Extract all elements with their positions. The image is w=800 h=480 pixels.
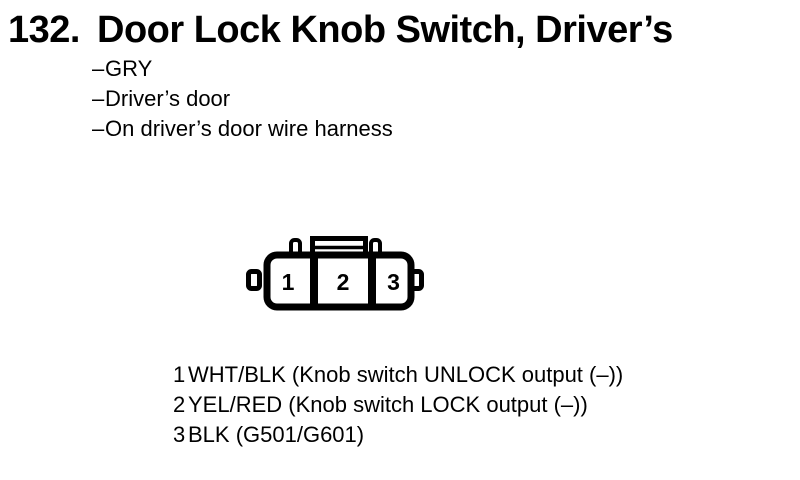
note-dash: – [92,116,105,141]
connector-wing-left-icon [246,269,262,291]
note-text-harness: On driver’s door wire harness [105,116,393,141]
pin-description: BLK (G501/G601) [188,422,365,447]
connector-diagram: 1 2 3 [246,236,424,311]
note-line: –Driver’s door [92,84,393,114]
pin-number: 3 [173,422,186,447]
connector-divider-1 [310,258,318,304]
note-text-color-code: GRY [105,56,153,81]
note-dash: – [92,56,105,81]
note-line: –On driver’s door wire harness [92,114,393,144]
page-title: Door Lock Knob Switch, Driver’s [97,9,673,51]
pin-number: 1 [173,362,186,387]
cavity-3-label: 3 [387,269,400,295]
pin-description: WHT/BLK (Knob switch UNLOCK output (–)) [188,362,624,387]
cavity-1-label: 1 [282,269,295,295]
note-dash: – [92,86,105,111]
note-text-location: Driver’s door [105,86,231,111]
section-number: 132. [8,9,80,51]
connector-divider-2 [368,258,376,304]
note-line: –GRY [92,54,393,84]
pin-description: YEL/RED (Knob switch LOCK output (–)) [188,392,588,417]
notes-list: –GRY –Driver’s door –On driver’s door wi… [92,54,393,144]
cavity-2-label: 2 [337,269,350,295]
pin-number: 2 [173,392,186,417]
